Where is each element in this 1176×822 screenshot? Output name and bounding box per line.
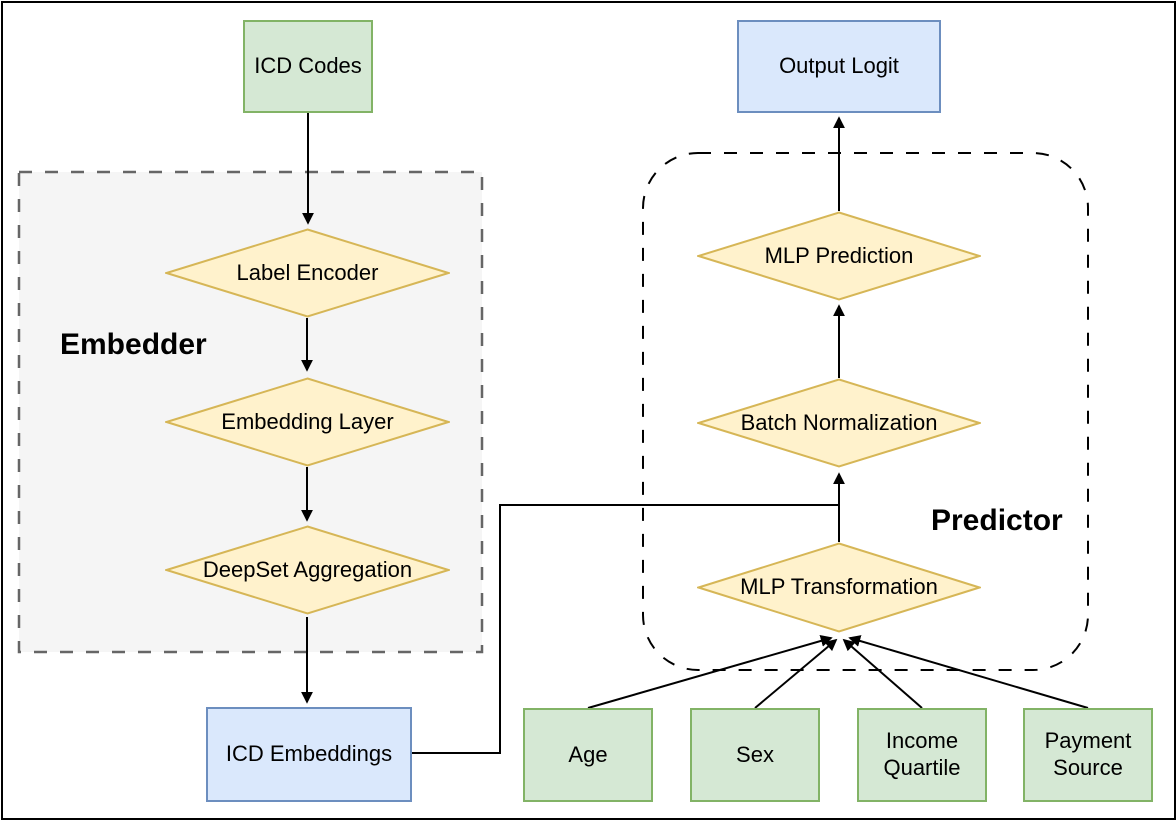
node-age-label: Age — [568, 741, 608, 767]
edge-icd-embeddings-to-junction — [412, 504, 838, 754]
node-payment-source-label: Payment Source — [1044, 728, 1132, 780]
predictor-region — [642, 152, 1089, 671]
node-icd-embeddings-label: ICD Embeddings — [225, 741, 393, 767]
edge-sex-to-mlp-transformation — [754, 638, 838, 709]
embedder-group-label: Embedder — [60, 328, 207, 361]
node-mlp-transformation-label: MLP Transformation — [740, 574, 938, 600]
node-batch-normalization-label: Batch Normalization — [740, 409, 938, 435]
node-output-logit: Output Logit — [737, 20, 941, 113]
node-payment-source: Payment Source — [1023, 708, 1153, 802]
edge-payment-source-to-mlp-transformation — [848, 635, 1089, 709]
diamond-shape — [165, 228, 450, 318]
node-embedding-layer: Embedding Layer — [165, 377, 450, 467]
node-mlp-transformation: MLP Transformation — [697, 542, 981, 633]
node-mlp-prediction: MLP Prediction — [697, 211, 981, 301]
node-sex-label: Sex — [736, 741, 774, 767]
node-age: Age — [523, 708, 653, 802]
node-label-encoder: Label Encoder — [165, 228, 450, 318]
node-income-quartile-label: Income Quartile — [883, 728, 961, 780]
diamond-shape — [165, 377, 450, 467]
node-icd-embeddings: ICD Embeddings — [206, 707, 412, 802]
edge-income-quartile-to-mlp-transformation — [842, 638, 923, 709]
node-deepset-aggregation: DeepSet Aggregation — [165, 525, 450, 615]
node-embedding-layer-label: Embedding Layer — [221, 408, 394, 434]
diamond-shape — [697, 378, 981, 468]
node-income-quartile: Income Quartile — [857, 708, 987, 802]
diamond-shape — [697, 211, 981, 301]
node-icd-codes: ICD Codes — [243, 20, 373, 113]
node-output-logit-label: Output Logit — [779, 53, 899, 79]
predictor-group-label: Predictor — [931, 504, 1063, 537]
node-icd-codes-label: ICD Codes — [254, 53, 362, 79]
diamond-shape — [697, 542, 981, 633]
node-deepset-aggregation-label: DeepSet Aggregation — [202, 556, 413, 582]
node-label-encoder-label: Label Encoder — [236, 259, 379, 285]
edge-age-to-mlp-transformation — [587, 635, 833, 709]
node-mlp-prediction-label: MLP Prediction — [764, 242, 914, 268]
diamond-shape — [165, 525, 450, 615]
node-batch-normalization: Batch Normalization — [697, 378, 981, 468]
node-sex: Sex — [690, 708, 820, 802]
